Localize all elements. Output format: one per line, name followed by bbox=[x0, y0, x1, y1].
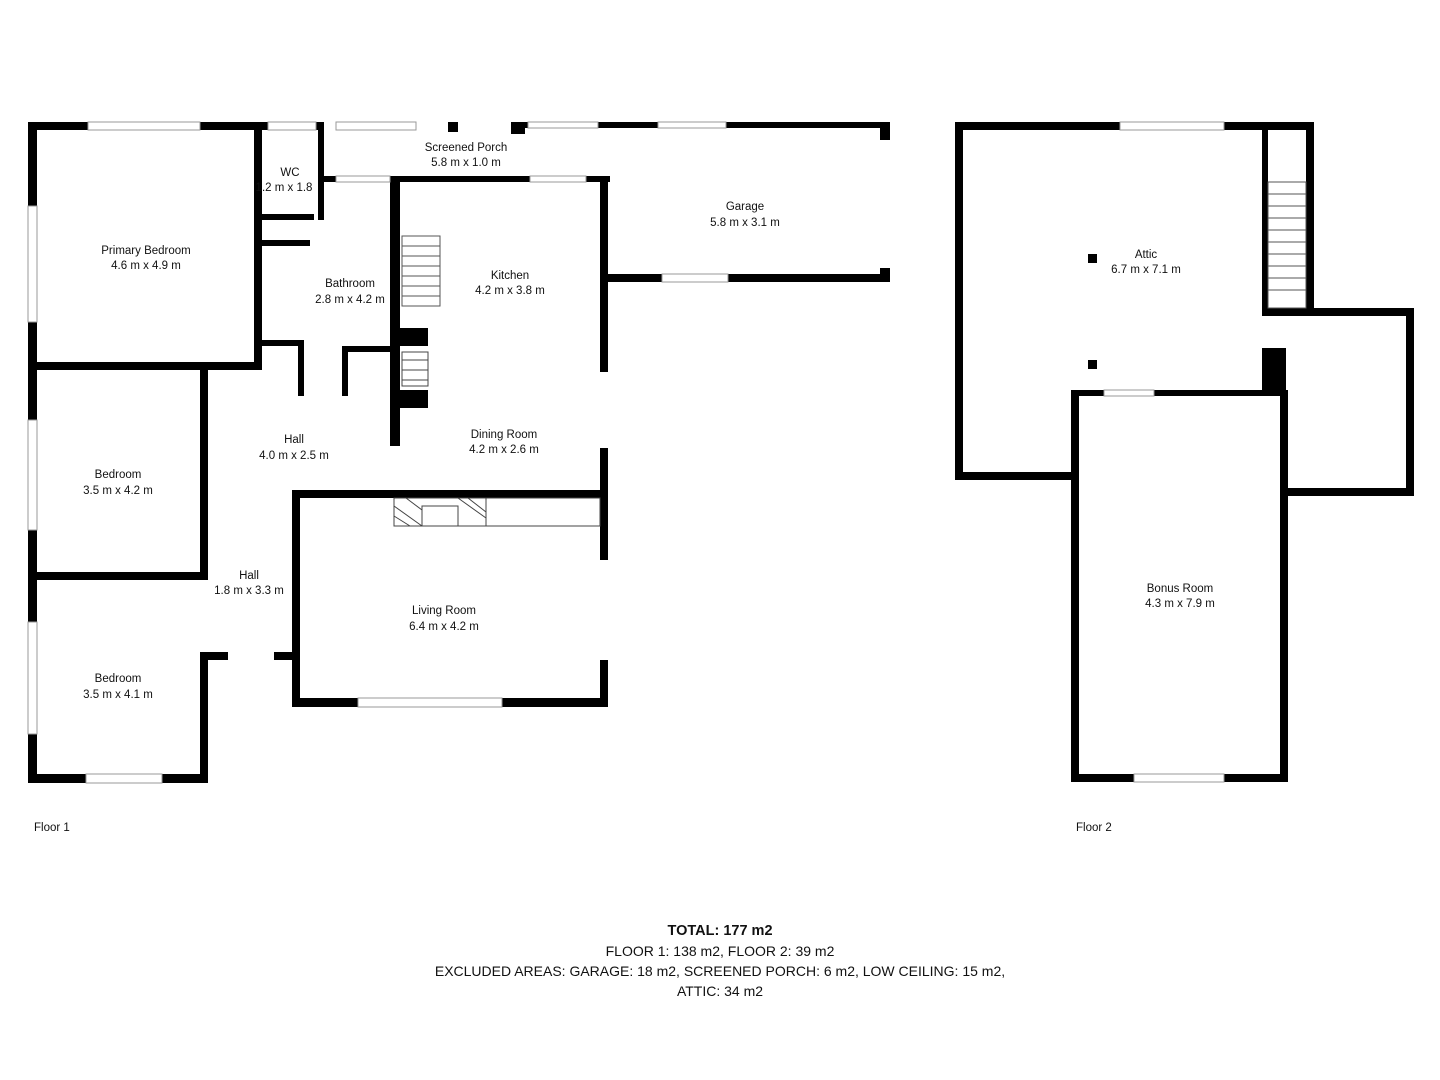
room-label-hall-2: Hall 1.8 m x 3.3 m bbox=[214, 570, 284, 597]
svg-text:4.2 m x 3.8 m: 4.2 m x 3.8 m bbox=[475, 285, 545, 297]
room-labels: Primary Bedroom 4.6 m x 4.9 m WC 1.2 m x… bbox=[83, 142, 1215, 701]
svg-text:Bedroom: Bedroom bbox=[95, 469, 142, 481]
svg-text:6.7 m x 7.1 m: 6.7 m x 7.1 m bbox=[1111, 264, 1181, 276]
room-label-screened-porch: Screened Porch 5.8 m x 1.0 m bbox=[425, 142, 507, 169]
svg-text:4.6 m x 4.9 m: 4.6 m x 4.9 m bbox=[111, 260, 181, 272]
floor-1-label: Floor 1 bbox=[34, 822, 70, 834]
summary-floors: FLOOR 1: 138 m2, FLOOR 2: 39 m2 bbox=[605, 943, 835, 959]
room-label-primary-bedroom: Primary Bedroom 4.6 m x 4.9 m bbox=[101, 245, 190, 272]
summary-excluded-line-1: EXCLUDED AREAS: GARAGE: 18 m2, SCREENED … bbox=[434, 963, 1006, 979]
svg-text:4.2 m x 2.6 m: 4.2 m x 2.6 m bbox=[469, 444, 539, 456]
svg-text:5.8 m x 3.1 m: 5.8 m x 3.1 m bbox=[710, 217, 780, 229]
svg-text:Living Room: Living Room bbox=[412, 605, 476, 617]
room-label-garage: Garage 5.8 m x 3.1 m bbox=[710, 201, 780, 229]
room-label-bedroom-1: Bedroom 3.5 m x 4.2 m bbox=[83, 469, 153, 497]
room-label-wc: WC 1.2 m x 1.8 bbox=[256, 167, 313, 194]
svg-text:6.4 m x 4.2 m: 6.4 m x 4.2 m bbox=[409, 621, 479, 633]
floor-2-walls bbox=[955, 122, 1414, 782]
svg-text:Bonus Room: Bonus Room bbox=[1147, 583, 1213, 595]
room-label-hall-1: Hall 4.0 m x 2.5 m bbox=[259, 434, 329, 462]
svg-text:Dining Room: Dining Room bbox=[471, 429, 537, 441]
svg-text:3.5 m x 4.2 m: 3.5 m x 4.2 m bbox=[83, 485, 153, 497]
svg-text:WC: WC bbox=[280, 167, 299, 179]
svg-text:Kitchen: Kitchen bbox=[491, 270, 529, 282]
svg-text:1.2 m x 1.8: 1.2 m x 1.8 bbox=[256, 182, 313, 194]
svg-text:5.8 m x 1.0 m: 5.8 m x 1.0 m bbox=[431, 157, 501, 169]
room-label-bedroom-2: Bedroom 3.5 m x 4.1 m bbox=[83, 673, 153, 701]
floor-1-fireplaces bbox=[393, 351, 601, 527]
svg-text:Hall: Hall bbox=[239, 570, 259, 582]
svg-text:Hall: Hall bbox=[284, 434, 304, 446]
floor-1-windows bbox=[27, 121, 729, 784]
svg-text:4.0 m x 2.5 m: 4.0 m x 2.5 m bbox=[259, 450, 329, 462]
svg-text:Attic: Attic bbox=[1135, 249, 1158, 261]
room-label-bathroom: Bathroom 2.8 m x 4.2 m bbox=[315, 278, 385, 306]
svg-text:Primary Bedroom: Primary Bedroom bbox=[101, 245, 190, 257]
svg-text:3.5 m x 4.1 m: 3.5 m x 4.1 m bbox=[83, 689, 153, 701]
summary-excluded-line-2: ATTIC: 34 m2 bbox=[676, 983, 764, 999]
room-label-dining-room: Dining Room 4.2 m x 2.6 m bbox=[469, 429, 539, 456]
floor-1-stairs bbox=[401, 235, 441, 307]
floor-2-label: Floor 2 bbox=[1076, 822, 1112, 834]
floor-2-stairs bbox=[1267, 181, 1307, 309]
svg-text:Bedroom: Bedroom bbox=[95, 673, 142, 685]
summary-total: TOTAL: 177 m2 bbox=[667, 923, 773, 939]
svg-text:1.8 m x 3.3 m: 1.8 m x 3.3 m bbox=[214, 585, 284, 597]
svg-text:4.3 m x 7.9 m: 4.3 m x 7.9 m bbox=[1145, 598, 1215, 610]
svg-text:Garage: Garage bbox=[726, 201, 764, 213]
room-label-attic: Attic 6.7 m x 7.1 m bbox=[1111, 249, 1181, 276]
area-summary: TOTAL: 177 m2 FLOOR 1: 138 m2, FLOOR 2: … bbox=[0, 921, 1440, 1001]
svg-text:Screened Porch: Screened Porch bbox=[425, 142, 507, 154]
svg-text:Bathroom: Bathroom bbox=[325, 278, 375, 290]
svg-text:2.8 m x 4.2 m: 2.8 m x 4.2 m bbox=[315, 294, 385, 306]
room-label-living-room: Living Room 6.4 m x 4.2 m bbox=[409, 605, 479, 633]
room-label-kitchen: Kitchen 4.2 m x 3.8 m bbox=[475, 270, 545, 297]
room-label-bonus-room: Bonus Room 4.3 m x 7.9 m bbox=[1145, 583, 1215, 610]
floor-2-windows bbox=[1103, 121, 1225, 783]
